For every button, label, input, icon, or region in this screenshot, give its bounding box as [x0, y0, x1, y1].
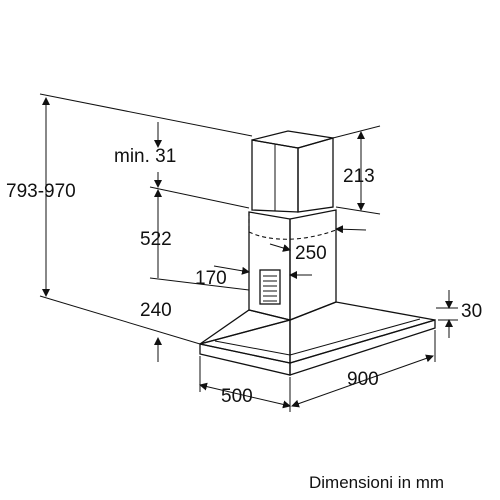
- chimney-depth-label: 170: [195, 268, 227, 289]
- min-gap-label: min. 31: [114, 146, 176, 167]
- depth-label: 500: [221, 386, 253, 407]
- chimney-upper-label: 213: [343, 166, 375, 187]
- chimney-lower-label: 522: [140, 229, 172, 250]
- canopy-offset-label: 240: [140, 300, 172, 321]
- canopy-thickness-label: 30: [461, 301, 482, 322]
- width-label: 900: [347, 369, 379, 390]
- dimension-lines: [39, 93, 458, 412]
- hood-drawing: [199, 130, 436, 376]
- total-height-label: 793-970: [6, 181, 76, 202]
- chimney-overlap-line: [248, 229, 337, 240]
- canopy: [199, 301, 436, 376]
- chimney-upper-section: [251, 130, 334, 213]
- dimension-labels: 793-970 min. 31 522 240 170 213 250 30 5…: [6, 146, 482, 492]
- units-caption: Dimensioni in mm: [309, 473, 444, 492]
- vent-grille: [259, 269, 281, 305]
- chimney-width-label: 250: [295, 243, 327, 264]
